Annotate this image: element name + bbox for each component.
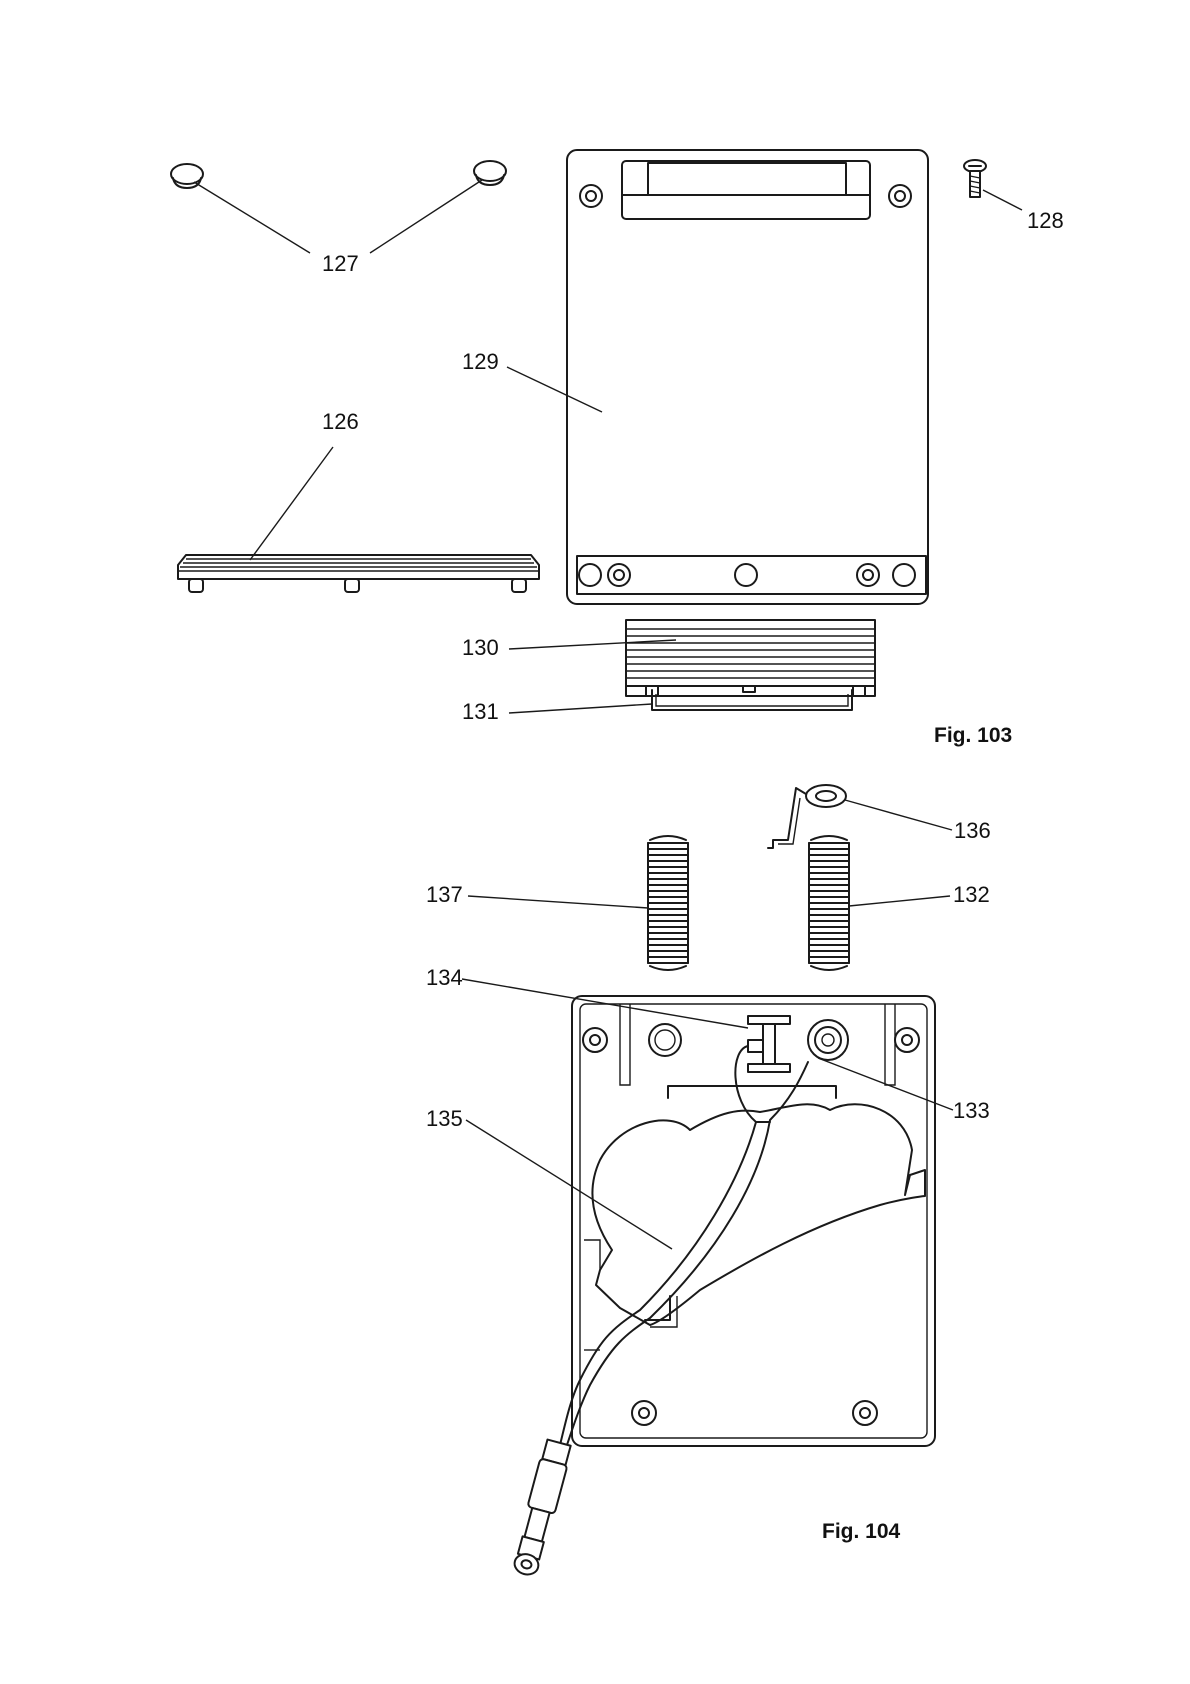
strip-126 (178, 555, 539, 592)
label-132: 132 (953, 882, 990, 907)
spring-132 (809, 836, 849, 970)
fig-104 (462, 785, 953, 1578)
label-131: 131 (462, 699, 499, 724)
leader-137 (468, 896, 648, 908)
plug-connector (510, 1439, 572, 1578)
label-136: 136 (954, 818, 991, 843)
spring-137 (648, 836, 688, 970)
fig-103 (171, 150, 1022, 713)
label-128: 128 (1027, 208, 1064, 233)
leader-136 (845, 800, 952, 830)
leader-132 (849, 896, 950, 906)
label-126: 126 (322, 409, 359, 434)
label-130: 130 (462, 635, 499, 660)
caption-fig-104: Fig. 104 (822, 1520, 901, 1543)
label-137: 137 (426, 882, 463, 907)
contact-tab-136 (768, 785, 846, 848)
cover-plate-129 (567, 150, 928, 604)
label-129: 129 (462, 349, 499, 374)
leader-126 (250, 447, 333, 560)
leader-131 (509, 704, 652, 713)
caption-fig-103: Fig. 103 (934, 724, 1012, 747)
label-133: 133 (953, 1098, 990, 1123)
screw-128 (964, 160, 986, 197)
label-134: 134 (426, 965, 463, 990)
grille-130 (626, 620, 875, 696)
label-135: 135 (426, 1106, 463, 1131)
leader-127b (370, 180, 482, 253)
label-127: 127 (322, 251, 359, 276)
leader-128 (983, 190, 1022, 210)
leader-127a (194, 182, 310, 253)
